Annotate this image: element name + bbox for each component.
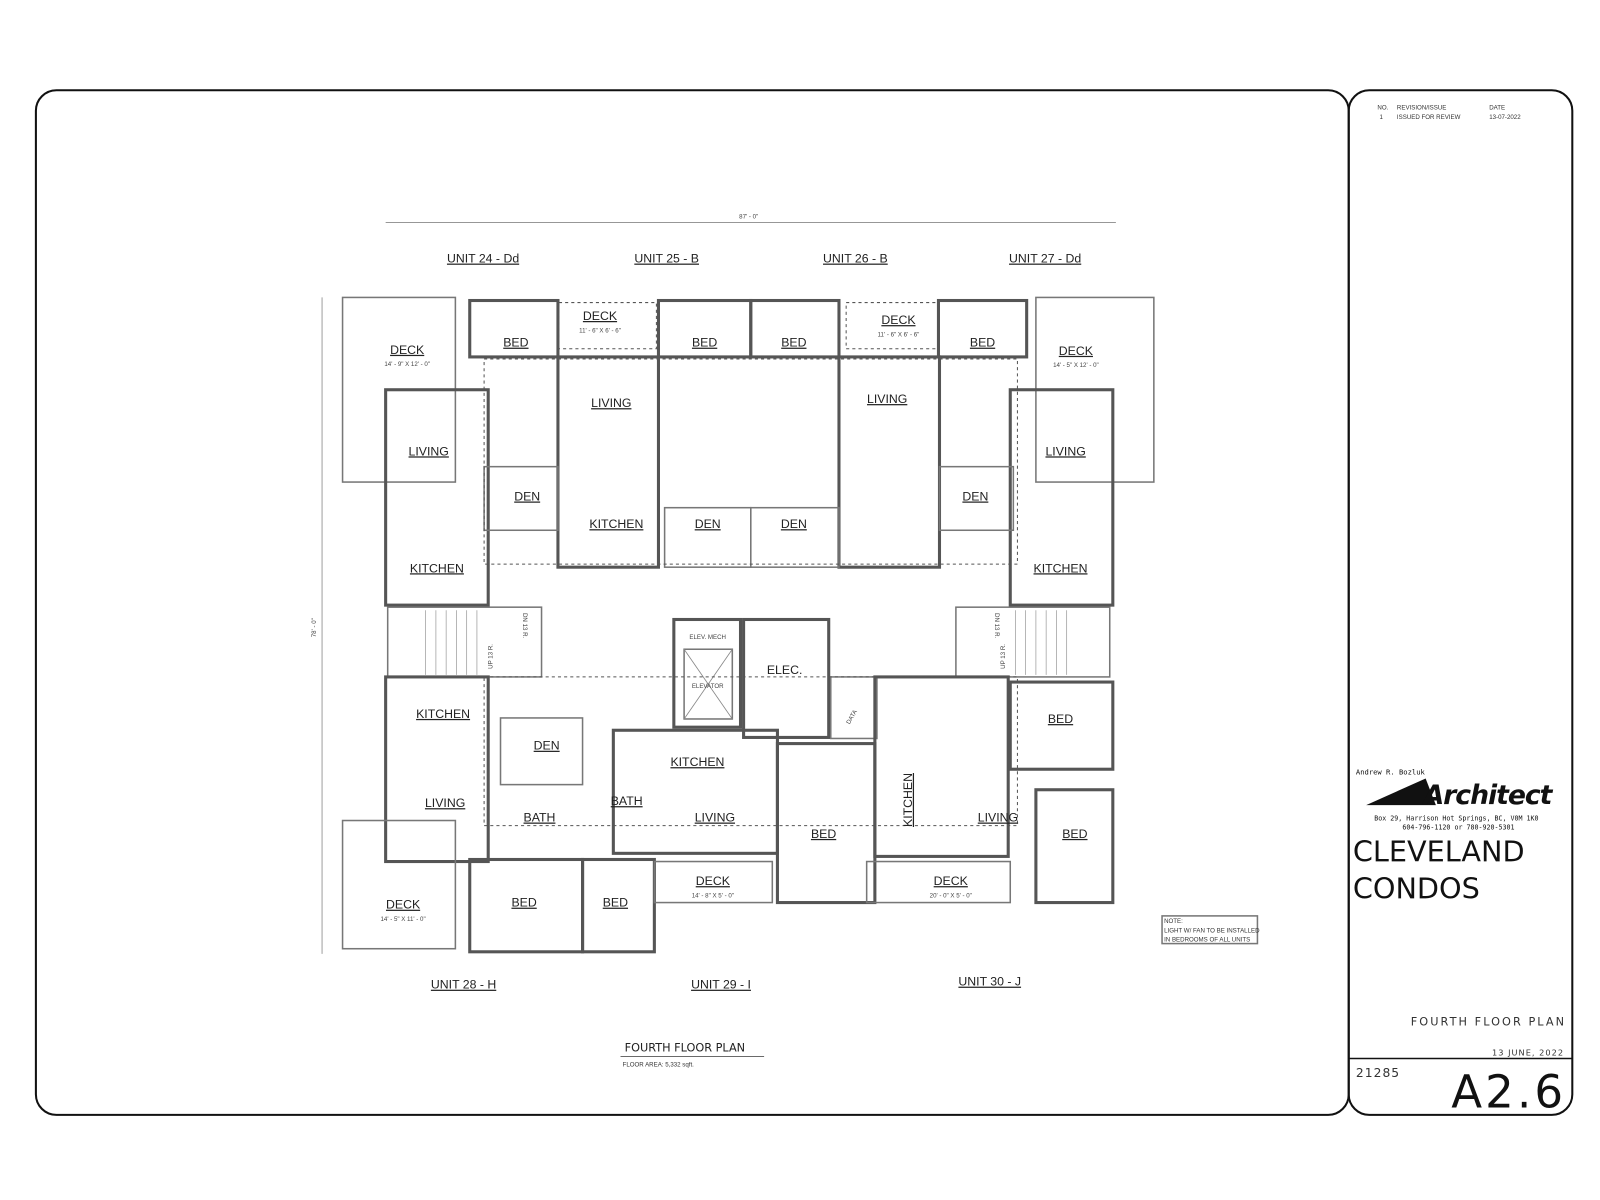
- room-label: KITCHEN: [410, 561, 464, 575]
- architect-phone: 604-796-1120 or 780-920-5301: [1402, 824, 1514, 832]
- rev-header-date: DATE: [1489, 105, 1505, 112]
- rev-header-no: NO.: [1377, 105, 1388, 112]
- architect-logo: Architect: [1422, 780, 1554, 811]
- room-label: KITCHEN: [1034, 561, 1088, 575]
- sheet-date: 13 JUNE, 2022: [1492, 1047, 1564, 1057]
- project-name-line1: CLEVELAND: [1353, 835, 1525, 869]
- stair-label: UP 13 R.: [1000, 644, 1007, 669]
- architect-block: Andrew R. Bozluk Architect Box 29, Harri…: [1356, 767, 1555, 832]
- unit-label: UNIT 26 - B: [823, 252, 888, 266]
- room-label: LIVING: [1045, 444, 1085, 458]
- room-label: LIVING: [867, 392, 907, 406]
- room-label: ELEC.: [767, 663, 803, 677]
- room-label: BATH: [611, 794, 643, 808]
- drawing-border: [34, 89, 1350, 1116]
- deck-label: DECK: [583, 309, 618, 323]
- rev-header-revision: REVISION/ISSUE: [1397, 105, 1446, 112]
- unit-label: UNIT 24 - Dd: [447, 252, 519, 266]
- rev-row-revision: ISSUED FOR REVIEW: [1397, 114, 1461, 121]
- room-label: BED: [781, 336, 806, 350]
- deck-size: 14' - 5" X 11' - 0": [380, 916, 425, 923]
- unit-label: UNIT 30 - J: [958, 975, 1021, 989]
- unit-label: UNIT 29 - I: [691, 978, 751, 992]
- sheet-number: A2.6: [1451, 1066, 1566, 1119]
- architect-address: Box 29, Harrison Hot Springs, BC, V0M 1K…: [1374, 815, 1538, 823]
- room-label: LIVING: [695, 811, 735, 825]
- unit-label: UNIT 27 - Dd: [1009, 252, 1081, 266]
- room-label: BED: [811, 827, 836, 841]
- room-label: BED: [603, 896, 628, 910]
- sheet-title: FOURTH FLOOR PLAN: [1411, 1016, 1566, 1029]
- room-label: DEN: [781, 517, 807, 531]
- title-block-border: [1347, 89, 1574, 1116]
- room-label: KITCHEN: [670, 755, 724, 769]
- room-label: BED: [970, 336, 995, 350]
- room-label: DATA: [845, 708, 859, 726]
- plan-title: FOURTH FLOOR PLAN: [625, 1041, 746, 1054]
- unit-label: UNIT 28 - H: [431, 978, 496, 992]
- deck-size: 14' - 8" X 5' - 0": [692, 892, 734, 899]
- room-label: BATH: [524, 811, 556, 825]
- overall-depth-dimension: 78' - 0": [311, 618, 318, 637]
- room-label: DEN: [695, 517, 721, 531]
- note-line: IN BEDROOMS OF ALL UNITS: [1164, 937, 1250, 944]
- architect-name: Andrew R. Bozluk: [1356, 767, 1426, 776]
- deck-label: DECK: [934, 874, 969, 888]
- room-label: DEN: [514, 490, 540, 504]
- room-label: ELEV. MECH: [689, 634, 726, 641]
- deck-size: 14' - 9" X 12' - 0": [384, 361, 430, 368]
- floor-area: FLOOR AREA: 5,332 sqft.: [623, 1062, 695, 1069]
- room-label: BED: [1062, 827, 1087, 841]
- stair-label: DN 13 R.: [521, 613, 528, 639]
- room-label: BED: [692, 336, 717, 350]
- room-label: BED: [503, 336, 528, 350]
- room-label: LIVING: [591, 396, 631, 410]
- rev-row-no: 1: [1379, 114, 1383, 121]
- deck-size: 11' - 6" X 6' - 6": [878, 331, 920, 338]
- room-label: DEN: [534, 739, 560, 753]
- room-label: KITCHEN: [589, 517, 643, 531]
- floor-plan: 87' - 0" 78' - 0": [311, 213, 1259, 954]
- rev-row-date: 13-07-2022: [1489, 114, 1521, 121]
- room-label: KITCHEN: [416, 707, 470, 721]
- room-label: ELEVATOR: [692, 683, 724, 690]
- architect-logo-triangle: [1366, 778, 1436, 806]
- deck-size: 14' - 5" X 12' - 0": [1053, 362, 1099, 369]
- room-labels: BED BED BED BED LIVING LIVING LIVING LIV…: [409, 336, 1088, 910]
- room-label: LIVING: [425, 796, 465, 810]
- note-title: NOTE:: [1164, 918, 1183, 925]
- deck-label: DECK: [696, 874, 731, 888]
- room-label: LIVING: [978, 811, 1018, 825]
- project-number: 21285: [1356, 1066, 1400, 1080]
- stair-label: UP 13 R.: [487, 644, 494, 669]
- deck-label: DECK: [386, 898, 421, 912]
- revision-table: NO. REVISION/ISSUE DATE 1 ISSUED FOR REV…: [1377, 105, 1521, 121]
- deck-label: DECK: [881, 313, 916, 327]
- room-label: BED: [1048, 712, 1073, 726]
- deck-label: DECK: [1059, 344, 1094, 358]
- overall-width-dimension: 87' - 0": [739, 213, 758, 220]
- deck-size: 11' - 6" X 6' - 6": [579, 327, 621, 334]
- room-label: LIVING: [409, 444, 449, 458]
- project-name-line2: CONDOS: [1353, 871, 1480, 905]
- room-label: BED: [511, 896, 536, 910]
- note-line: LIGHT W/ FAN TO BE INSTALLED: [1164, 927, 1260, 934]
- stair-label: DN 13 R.: [993, 613, 1000, 639]
- room-label: KITCHEN: [901, 773, 915, 827]
- unit-label: UNIT 25 - B: [634, 252, 699, 266]
- deck-size: 20' - 0" X 5' - 0": [930, 892, 972, 899]
- room-label: DEN: [962, 490, 988, 504]
- deck-label: DECK: [390, 343, 425, 357]
